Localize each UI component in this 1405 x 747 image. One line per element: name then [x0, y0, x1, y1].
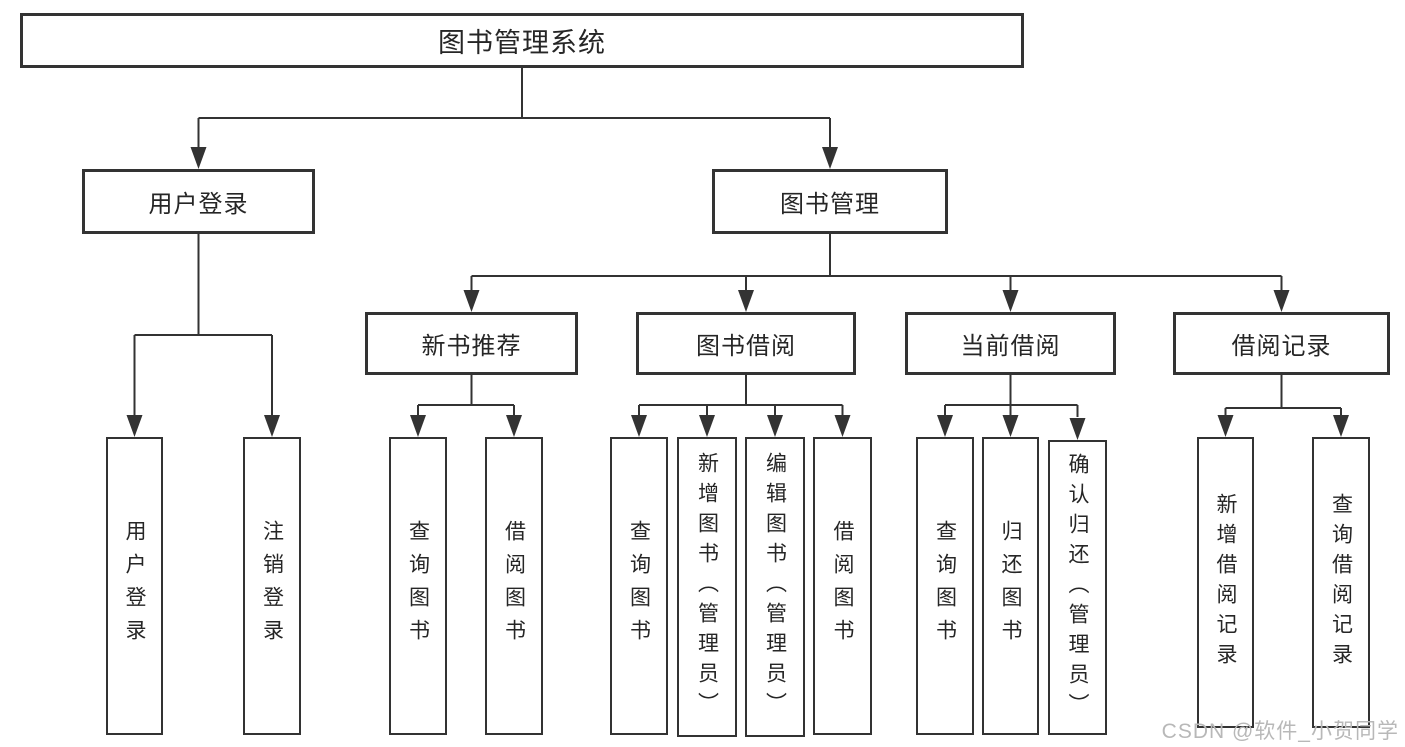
arrow-icon [631, 415, 647, 437]
node-label: 借阅记录 [1231, 333, 1332, 360]
arrow-icon [1069, 418, 1086, 440]
arrow-icon [1217, 415, 1234, 437]
leaf-add-books-admin: 新增图书（管理员） [677, 437, 737, 737]
leaf-return-books: 归还图书 [982, 437, 1039, 735]
node-label: 借阅图书 [502, 520, 526, 652]
node-borrowing-records: 借阅记录 [1173, 312, 1390, 375]
leaf-edit-books-admin: 编辑图书（管理员） [745, 437, 805, 737]
csdn-watermark: CSDN @软件_小贺同学 [1161, 720, 1399, 743]
node-book-management: 图书管理 [712, 169, 948, 234]
node-label: 用户登录 [123, 520, 146, 652]
node-label: 归还图书 [999, 520, 1022, 652]
node-label: 新增图书（管理员） [695, 452, 719, 722]
arrow-icon [834, 415, 851, 437]
arrow-icon [264, 415, 280, 437]
node-label: 新增借阅记录 [1214, 492, 1237, 673]
node-new-book-recommend: 新书推荐 [365, 312, 578, 375]
leaf-user-login: 用户登录 [106, 437, 163, 735]
node-label: 编辑图书（管理员） [763, 452, 787, 722]
leaf-logout: 注销登录 [243, 437, 301, 735]
leaf-add-borrow-record: 新增借阅记录 [1197, 437, 1254, 728]
node-label: 查询图书 [627, 520, 651, 652]
node-label: 图书借阅 [696, 333, 796, 360]
arrow-icon [506, 415, 522, 437]
leaf-borrow-query-books: 查询图书 [610, 437, 668, 735]
arrow-icon [1273, 290, 1290, 312]
arrow-icon [410, 415, 426, 437]
arrow-icon [1333, 415, 1349, 437]
node-book-borrowing: 图书借阅 [636, 312, 856, 375]
leaf-current-query-books: 查询图书 [916, 437, 974, 735]
node-label: 图书管理 [780, 191, 880, 218]
node-label: 用户登录 [148, 191, 249, 218]
arrow-icon [738, 290, 754, 312]
node-current-borrowing: 当前借阅 [905, 312, 1116, 375]
node-label: 注销登录 [260, 520, 284, 652]
node-label: 借阅图书 [831, 520, 854, 652]
node-label: 确认归还（管理员） [1066, 452, 1089, 723]
arrow-icon [1002, 415, 1019, 437]
node-user-login: 用户登录 [82, 169, 315, 234]
node-label: 查询图书 [933, 520, 957, 652]
leaf-newrec-query-books: 查询图书 [389, 437, 447, 735]
arrow-icon [463, 290, 480, 312]
arrow-icon [190, 147, 207, 169]
node-label: 新书推荐 [421, 333, 522, 360]
arrow-icon [699, 415, 715, 437]
node-label: 图书管理系统 [438, 28, 606, 58]
arrow-icon [126, 415, 143, 437]
arrow-icon [1002, 290, 1019, 312]
leaf-borrow-books: 借阅图书 [813, 437, 872, 735]
leaf-newrec-borrow-books: 借阅图书 [485, 437, 543, 735]
node-label: 查询图书 [406, 520, 430, 652]
node-label: 当前借阅 [960, 333, 1061, 360]
leaf-confirm-return-admin: 确认归还（管理员） [1048, 440, 1107, 735]
node-label: 查询借阅记录 [1329, 492, 1353, 673]
arrow-icon [937, 415, 953, 437]
leaf-query-borrow-record: 查询借阅记录 [1312, 437, 1370, 728]
arrow-icon [822, 147, 838, 169]
node-library-system: 图书管理系统 [20, 13, 1024, 68]
arrow-icon [767, 415, 783, 437]
